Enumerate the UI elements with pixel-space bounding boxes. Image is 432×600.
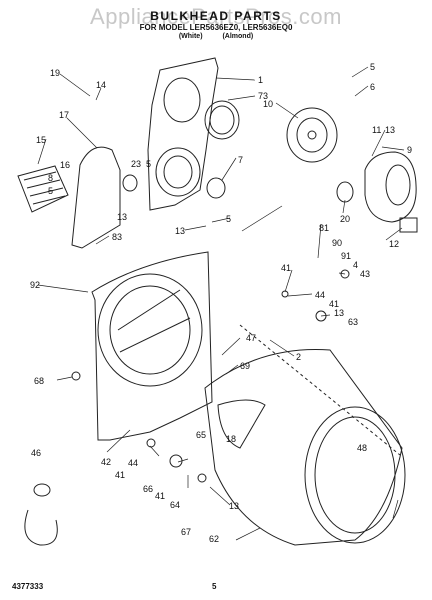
part-callout-5: 5: [226, 214, 231, 224]
part-callout-68: 68: [34, 376, 44, 386]
part-callout-9: 9: [407, 145, 412, 155]
color-variants: (White) (Almond): [178, 33, 254, 40]
part-callout-44: 44: [128, 458, 138, 468]
part-callout-41: 41: [329, 299, 339, 309]
part-callout-5: 5: [48, 186, 53, 196]
part-callout-69: 69: [240, 361, 250, 371]
part-callout-23: 23: [131, 159, 141, 169]
part-callout-2: 2: [296, 352, 301, 362]
document-number: 4377333: [12, 582, 44, 591]
part-callout-13: 13: [385, 125, 395, 135]
part-callout-1: 1: [258, 75, 263, 85]
leader-lines: [37, 66, 405, 541]
part-callout-17: 17: [59, 110, 69, 120]
part-callout-81: 81: [319, 223, 329, 233]
part-callout-13: 13: [334, 308, 344, 318]
part-callout-65: 65: [196, 430, 206, 440]
part-callout-67: 67: [181, 527, 191, 537]
part-callout-41: 41: [115, 470, 125, 480]
blower-wheel-part: [286, 107, 338, 163]
part-callout-13: 13: [175, 226, 185, 236]
part-callout-73: 73: [258, 91, 268, 101]
part-callout-12: 12: [389, 239, 399, 249]
part-callout-20: 20: [340, 214, 350, 224]
part-callout-14: 14: [96, 80, 106, 90]
part-callout-19: 19: [50, 68, 60, 78]
part-callout-15: 15: [36, 135, 46, 145]
ring-part: [206, 177, 226, 199]
part-callout-90: 90: [332, 238, 342, 248]
part-callout-63: 63: [348, 317, 358, 327]
seal-part: [204, 100, 240, 140]
front-bulkhead-part: [91, 251, 213, 441]
part-callout-13: 13: [117, 212, 127, 222]
part-callout-6: 6: [370, 82, 375, 92]
part-callout-43: 43: [360, 269, 370, 279]
part-callout-41: 41: [155, 491, 165, 501]
part-callout-64: 64: [170, 500, 180, 510]
part-callout-44: 44: [315, 290, 325, 300]
part-callout-41: 41: [281, 263, 291, 273]
part-callout-47: 47: [246, 333, 256, 343]
part-callout-48: 48: [357, 443, 367, 453]
diagram-subtitle: FOR MODEL LER5636EZ0, LER5636EQ0: [139, 23, 293, 32]
duct-cover-part: [71, 146, 121, 249]
diagram-title: BULKHEAD PARTS: [150, 9, 282, 23]
part-callout-16: 16: [60, 160, 70, 170]
part-callout-8: 8: [48, 173, 53, 183]
part-callout-10: 10: [263, 99, 273, 109]
part-callout-13: 13: [229, 501, 239, 511]
part-callout-42: 42: [101, 457, 111, 467]
part-callout-4: 4: [353, 260, 358, 270]
blower-housing-part: [364, 151, 417, 223]
drum-part: [204, 324, 406, 546]
part-callout-7: 7: [238, 155, 243, 165]
part-callout-92: 92: [30, 280, 40, 290]
watermark: AppliancePartsPros.com: [90, 4, 342, 29]
part-callout-5: 5: [146, 159, 151, 169]
part-callout-62: 62: [209, 534, 219, 544]
part-callout-18: 18: [226, 434, 236, 444]
part-callout-46: 46: [31, 448, 41, 458]
part-callout-66: 66: [143, 484, 153, 494]
page-number: 5: [212, 582, 217, 591]
part-callout-91: 91: [341, 251, 351, 261]
top-bulkhead-part: [147, 57, 219, 211]
part-callout-5: 5: [370, 62, 375, 72]
bracket-part: [17, 165, 69, 213]
part-callout-83: 83: [112, 232, 122, 242]
part-callout-11: 11: [372, 125, 381, 135]
